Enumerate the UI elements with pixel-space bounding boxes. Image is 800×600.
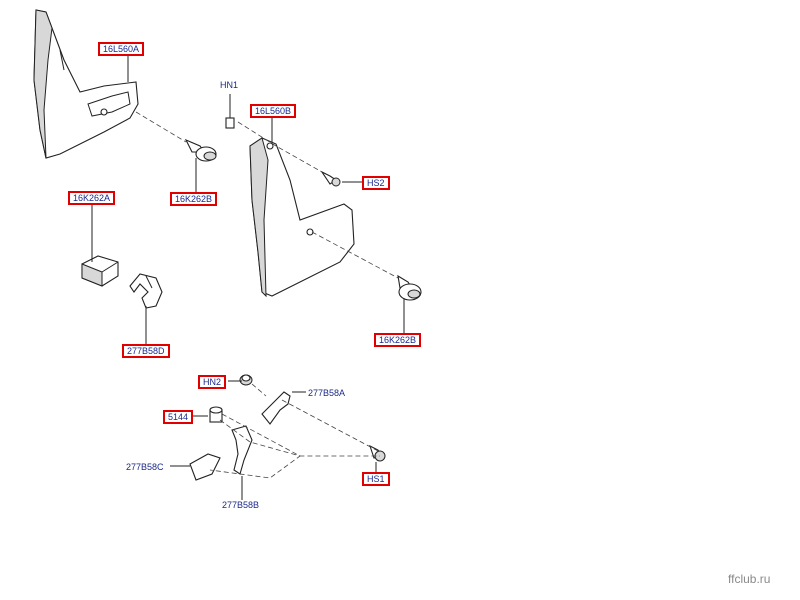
- push-pin-16K262B-top: [184, 138, 217, 162]
- bracket-277B58B: [231, 425, 253, 475]
- callout-16K262B-bottom: 16K262B: [374, 333, 422, 347]
- clip-16K262A: [81, 255, 119, 287]
- push-pin-16K262B-bottom: [397, 274, 422, 301]
- label-HN1: HN1: [220, 80, 239, 90]
- screw-HS1: [369, 444, 386, 462]
- label-277B58C: 277B58C: [126, 462, 164, 472]
- label-277B58B: 277B58B: [222, 500, 260, 510]
- bracket-277B58A: [261, 391, 291, 425]
- spacer-5144: [209, 406, 223, 423]
- bracket-277B58D: [129, 273, 163, 309]
- callout-HS2: HS2: [362, 176, 390, 190]
- watermark: ffclub.ru: [728, 572, 771, 586]
- mud-flap-16L560B: [249, 137, 355, 298]
- leader-lines: [91, 53, 405, 500]
- nut-HN2: [239, 374, 253, 386]
- callout-16K262A: 16K262A: [68, 191, 116, 205]
- callout-HN2: HN2: [198, 375, 227, 389]
- label-277B58A: 277B58A: [308, 388, 346, 398]
- callout-16L560A: 16L560A: [98, 42, 145, 56]
- nut-HN1: [225, 94, 235, 129]
- callout-16K262B-top: 16K262B: [170, 192, 218, 206]
- assembly-lines: [135, 111, 399, 479]
- bracket-277B58C: [189, 453, 221, 481]
- callout-HS1: HS1: [362, 472, 390, 486]
- callout-16L560B: 16L560B: [250, 104, 297, 118]
- callout-5144: 5144: [163, 410, 194, 424]
- mud-flap-16L560A: [33, 9, 139, 159]
- screw-HS2: [320, 170, 341, 187]
- callout-277B58D: 277B58D: [122, 344, 170, 358]
